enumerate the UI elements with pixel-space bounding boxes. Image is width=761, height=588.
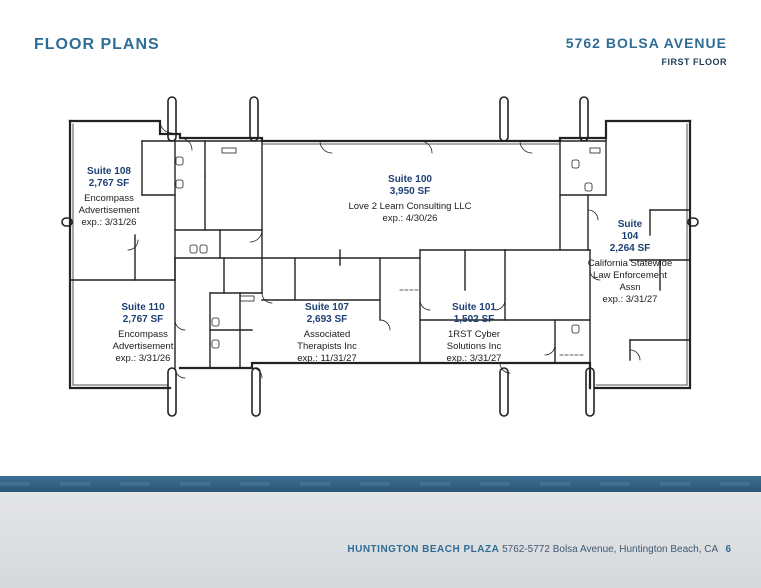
- header-address-block: 5762 BOLSA AVENUE FIRST FLOOR: [566, 35, 727, 67]
- plaza-address: 5762-5772 Bolsa Avenue, Huntington Beach…: [502, 544, 718, 555]
- window-lines: [72, 123, 688, 386]
- page-title: FLOOR PLANS: [34, 36, 160, 53]
- suite-110-label: Suite 110 2,767 SF Encompass Advertiseme…: [112, 302, 174, 364]
- counter-dashes: [399, 289, 586, 356]
- suite-108-label: Suite 108 2,767 SF Encompass Advertiseme…: [78, 166, 140, 228]
- suite-104-label: Suite 104 2,264 SF California Statewide …: [587, 219, 673, 305]
- footer-info: HUNTINGTON BEACH PLAZA 5762-5772 Bolsa A…: [347, 544, 731, 555]
- page-number: 6: [725, 544, 731, 555]
- suite-107-label: Suite 107 2,693 SF Associated Therapists…: [297, 302, 357, 364]
- floor-label: FIRST FLOOR: [661, 57, 727, 67]
- plaza-name: HUNTINGTON BEACH PLAZA: [347, 544, 500, 555]
- suite-101-label: Suite 101 1,502 SF 1RST Cyber Solutions …: [446, 302, 502, 364]
- suite-100-label: Suite 100 3,950 SF Love 2 Learn Consulti…: [348, 174, 472, 224]
- footer-background: [0, 492, 761, 588]
- door-swings: [127, 120, 641, 379]
- interior-walls: [69, 137, 691, 369]
- restroom-fixtures: [175, 147, 601, 349]
- footer-stripe: [0, 482, 761, 486]
- footer-band: [0, 476, 761, 492]
- building-address: 5762 BOLSA AVENUE: [565, 35, 727, 51]
- floor-plan-drawing: [61, 96, 699, 417]
